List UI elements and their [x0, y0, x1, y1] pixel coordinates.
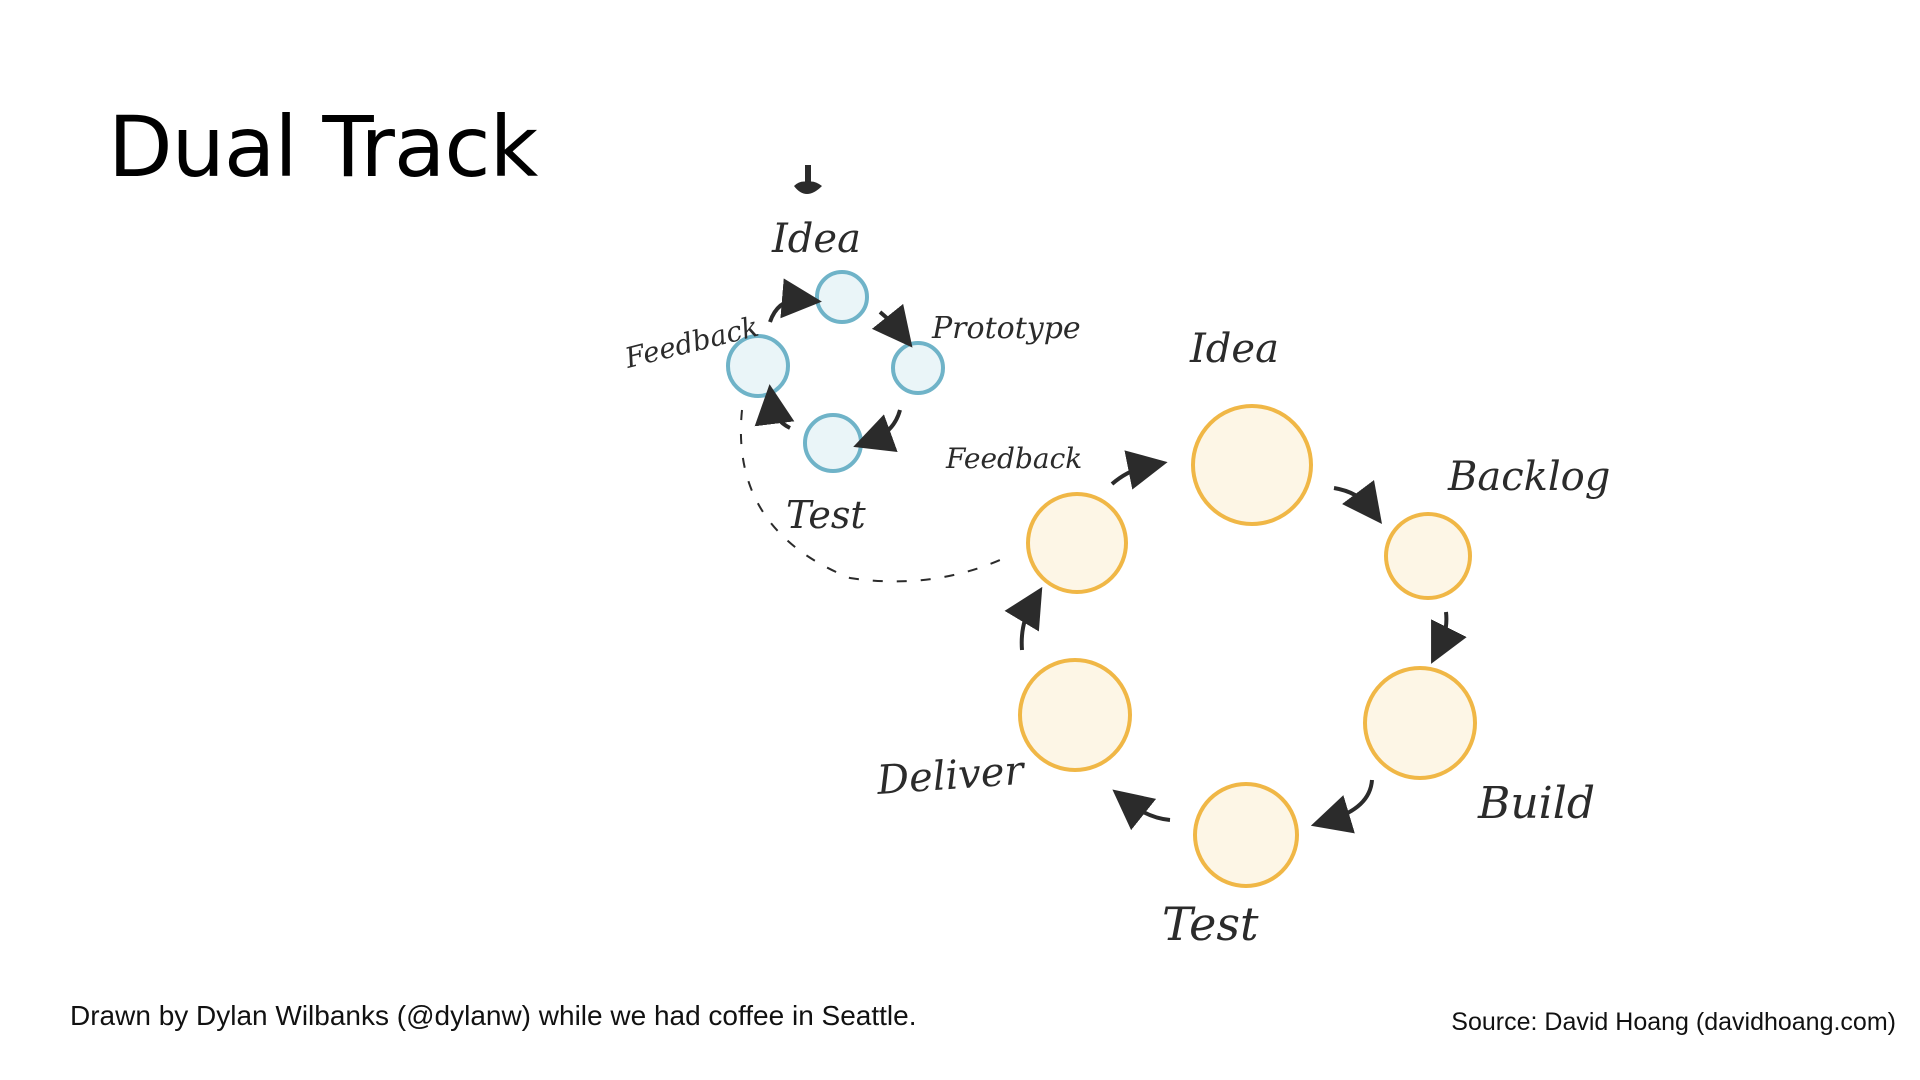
delivery-arrow-build-to-test	[1310, 779, 1374, 834]
discovery-prototype-label: Prototype	[931, 311, 1081, 346]
discovery-prototype-node	[891, 341, 945, 395]
discovery-idea-node	[815, 270, 869, 324]
discovery-track: Idea Prototype Test Feedback	[621, 216, 1081, 537]
delivery-test-node	[1193, 782, 1299, 888]
discovery-test-node	[803, 413, 863, 473]
delivery-feedback-node	[1026, 492, 1128, 594]
discovery-arrow-prototype-to-test	[853, 409, 902, 452]
delivery-build-label: Build	[1477, 778, 1595, 829]
dashed-connector	[740, 409, 1001, 583]
discovery-arrow-test-to-feedback	[754, 384, 795, 430]
slide-caption: Drawn by Dylan Wilbanks (@dylanw) while …	[70, 1000, 917, 1031]
delivery-arrow-deliver-to-feedback	[1004, 586, 1043, 651]
delivery-deliver-node	[1018, 658, 1132, 772]
discovery-arrow-idea-to-prototype	[871, 303, 913, 348]
delivery-deliver-label: Deliver	[874, 748, 1027, 804]
delivery-arrow-backlog-to-build	[1431, 611, 1467, 664]
delivery-backlog-node	[1384, 512, 1472, 600]
source-credit: Source: David Hoang (davidhoang.com)	[1451, 1008, 1896, 1036]
delivery-idea-node	[1191, 404, 1313, 526]
delivery-feedback-label: Feedback	[945, 442, 1082, 475]
delivery-idea-label: Idea	[1189, 326, 1279, 372]
delivery-arrow-feedback-to-idea	[1110, 450, 1168, 490]
entry-arrow-head	[794, 181, 822, 194]
discovery-test-label: Test	[786, 493, 866, 537]
delivery-arrow-test-to-deliver	[1112, 789, 1171, 831]
slide-title: Dual Track	[108, 98, 538, 196]
discovery-idea-label: Idea	[771, 216, 861, 262]
delivery-test-label: Test	[1162, 897, 1259, 951]
delivery-build-node	[1363, 666, 1477, 780]
delivery-backlog-label: Backlog	[1447, 454, 1610, 500]
delivery-arrow-idea-to-backlog	[1333, 479, 1383, 524]
delivery-track: Idea Backlog Build Test Deliver Feedback	[874, 326, 1610, 951]
discovery-arrow-feedback-to-idea	[768, 278, 822, 323]
